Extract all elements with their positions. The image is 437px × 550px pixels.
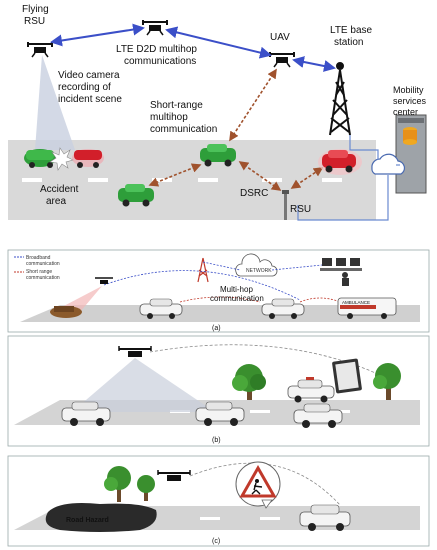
lte-tower-icon (329, 62, 351, 136)
label-mobility-3: center (393, 107, 418, 117)
panel-b-frame (7, 335, 430, 447)
warning-bubble-icon (235, 461, 281, 509)
police-car-b-icon (287, 377, 335, 403)
short-link-a (179, 296, 341, 303)
crash-burst-icon (49, 147, 74, 171)
caption-b: (b) (212, 437, 221, 444)
control-room-icon (320, 258, 362, 286)
label-flying-rsu-2: RSU (24, 16, 45, 27)
multihop-label-2: communication (210, 294, 264, 303)
car-b1-icon (61, 401, 111, 426)
caption-a: (a) (212, 325, 221, 332)
tree-c1-icon (104, 466, 131, 502)
label-lte-base-1: LTE base (330, 25, 372, 36)
multihop-label-1: Multi-hop (220, 285, 253, 294)
rsu-pole-icon (282, 190, 289, 220)
label-short-range-1: Short-range (150, 100, 203, 111)
car-b3-icon (293, 403, 343, 428)
lte-link-uav-tower (292, 56, 336, 72)
tablet-icon (332, 358, 362, 394)
car-a2-icon (261, 298, 305, 319)
broadband-link-a (202, 261, 323, 271)
dsrc-link-2 (290, 167, 324, 189)
label-dsrc: DSRC (240, 188, 268, 199)
label-lte-d2d-1: LTE D2D multihop (116, 44, 197, 55)
lane-markings-c (200, 517, 280, 520)
car-green-lower-icon (118, 184, 154, 207)
legend-short-1: Short range (26, 269, 52, 275)
panel-a: Broadband communication Short range comm… (7, 249, 430, 333)
label-lte-d2d-2: communications (124, 56, 196, 67)
dsrc-link-1 (238, 161, 282, 191)
server-icon (395, 114, 427, 194)
label-mobility-2: services (393, 96, 427, 106)
drone-a-icon (95, 277, 113, 284)
lte-link-d2d-uav (165, 26, 272, 59)
panel-b: (b) (7, 335, 430, 447)
lte-link-rsu-d2d (50, 23, 145, 47)
label-video-2: recording of (58, 82, 111, 93)
car-red-accident-icon (72, 149, 104, 168)
drone-uav-icon (269, 52, 295, 68)
drone-flying-rsu-icon (27, 42, 53, 58)
label-short-range-2: multihop (150, 112, 188, 123)
tree-b2-icon (373, 363, 401, 400)
drone-lte-icon (142, 20, 168, 36)
wired-link (297, 135, 389, 221)
ambulance-label: AMBULANCE (342, 300, 370, 305)
label-accident-1: Accident (40, 184, 79, 195)
drone-a-beam (60, 286, 102, 312)
car-red-right-icon (318, 149, 362, 175)
car-a1-icon (139, 298, 183, 319)
link-arc-c (189, 462, 341, 506)
car-c-icon (299, 504, 351, 531)
label-video-1: Video camera (58, 70, 120, 81)
car-b2-icon (195, 401, 245, 426)
camera-cone (35, 55, 75, 150)
caption-c: (c) (212, 538, 220, 545)
label-short-range-3: communication (150, 124, 217, 135)
sr-link-uav-car (229, 68, 277, 142)
label-accident-2: area (46, 196, 66, 207)
legend-short-2: communication (26, 275, 60, 281)
network-label: NETWORK (246, 268, 272, 274)
tree-b1-icon (232, 364, 266, 400)
panel-c-frame (7, 455, 430, 547)
label-uav: UAV (270, 32, 290, 43)
car-green-accident-icon (24, 149, 56, 168)
network-cloud-icon: NETWORK (235, 253, 278, 277)
tree-c2-icon (137, 475, 155, 501)
ambulance-icon: AMBULANCE (337, 297, 397, 319)
legend-broadband-2: communication (26, 261, 60, 267)
label-video-3: incident scene (58, 94, 122, 105)
accident-wreck-icon (50, 306, 82, 318)
road-a (20, 305, 420, 322)
drone-b-icon (118, 346, 152, 357)
car-green-middle-icon (200, 144, 236, 167)
road-top (8, 140, 376, 220)
panel-top: Flying RSU LTE D2D multihop communicatio… (8, 4, 427, 221)
panel-c: Road Hazard (7, 455, 430, 547)
label-flying-rsu-1: Flying (22, 4, 49, 15)
camera-cone-b (72, 358, 215, 412)
broadband-arc-a (103, 270, 301, 301)
label-rsu: RSU (290, 204, 311, 215)
legend-broadband-1: Broadband (26, 255, 51, 261)
road-hazard-label: Road Hazard (66, 517, 109, 524)
drone-c-icon (157, 470, 191, 481)
road-hazard-area (45, 503, 157, 532)
label-mobility-1: Mobility (393, 85, 424, 95)
label-lte-base-2: station (334, 37, 363, 48)
sr-link-car-car (148, 163, 202, 187)
